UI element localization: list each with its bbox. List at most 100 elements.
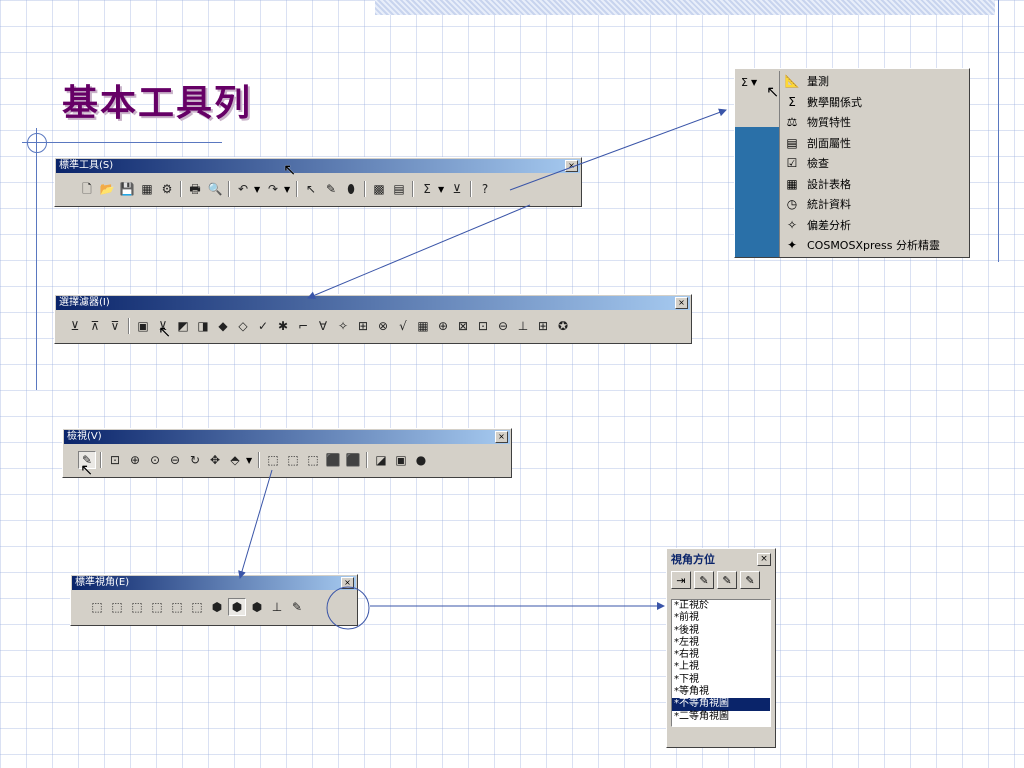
zoom-in-icon[interactable]: ⊕ xyxy=(129,453,141,467)
selection-filter-icon[interactable]: ◆ xyxy=(218,319,228,333)
measure-dropdown-button[interactable]: Σ ▼ xyxy=(735,69,779,95)
selection-filter-icon[interactable]: ∀ xyxy=(318,319,328,333)
select-arrow-icon[interactable]: ↖ xyxy=(305,182,317,196)
standard-toolbar[interactable]: 標準工具(S) × 🗋📂💾▦⚙🖶🔍↶▼↷▼↖✎⬮▩▤Σ▼⊻? xyxy=(54,157,582,207)
traffic-light-icon[interactable]: ⬮ xyxy=(347,182,355,196)
close-icon[interactable]: × xyxy=(341,577,354,589)
menu-item[interactable]: ✧偏差分析 xyxy=(780,215,969,236)
view-orientation-icon[interactable]: ✎ xyxy=(291,600,303,614)
selection-filter-icon[interactable]: ⊻ xyxy=(452,182,462,196)
list-item[interactable]: *等角視 xyxy=(674,686,709,698)
sketch-pencil-icon[interactable]: ✎ xyxy=(325,182,337,196)
pin-icon[interactable]: ⇥ xyxy=(671,571,691,589)
section-view-icon[interactable]: ◪ xyxy=(375,453,387,467)
selection-filter-toolbar-titlebar[interactable]: 選擇濾器(I) × xyxy=(56,296,690,310)
menu-item[interactable]: ☑檢查 xyxy=(780,153,969,174)
hidden-lines-visible-icon[interactable]: ⬚ xyxy=(287,453,299,467)
pan-icon[interactable]: ✥ xyxy=(209,453,221,467)
selection-filter-icon[interactable]: ⊽ xyxy=(110,319,120,333)
print-icon[interactable]: 🖶 xyxy=(189,182,201,196)
list-item[interactable]: *右視 xyxy=(674,649,699,661)
camera-icon[interactable]: ▣ xyxy=(395,453,407,467)
view-orientation-tool-icon[interactable]: ✎ xyxy=(740,571,760,589)
options-grid-icon[interactable]: ▤ xyxy=(393,182,405,196)
chevron-down-icon[interactable]: ▼ xyxy=(246,455,253,465)
shaded-with-edges-icon[interactable]: ⬛ xyxy=(325,453,341,467)
close-icon[interactable]: × xyxy=(675,297,688,309)
selection-filter-icon[interactable]: ◇ xyxy=(238,319,248,333)
close-icon[interactable]: × xyxy=(565,160,578,172)
redo-icon[interactable]: ↷ xyxy=(267,182,279,196)
list-item[interactable]: *上視 xyxy=(674,661,699,673)
selection-filter-icon[interactable]: ◩ xyxy=(177,319,189,333)
zoom-area-icon[interactable]: ⊙ xyxy=(149,453,161,467)
close-icon[interactable]: × xyxy=(757,552,771,566)
back-view-icon[interactable]: ⬚ xyxy=(111,600,123,614)
make-assembly-icon[interactable]: ⚙ xyxy=(161,182,173,196)
hidden-lines-removed-icon[interactable]: ⬚ xyxy=(307,453,319,467)
menu-item[interactable]: ✦COSMOSXpress 分析精靈 xyxy=(780,235,969,256)
selection-filter-toolbar[interactable]: 選擇濾器(I) × ⊻⊼⊽▣⊻◩◨◆◇✓✱⌐∀✧⊞⊗√▦⊕⊠⊡⊖⊥⊞✪ xyxy=(54,294,692,344)
help-icon[interactable]: ? xyxy=(481,182,489,196)
trimetric-view-icon[interactable]: ⬢ xyxy=(228,598,246,616)
new-document-icon[interactable]: 🗋 xyxy=(82,182,92,196)
selection-filter-icon[interactable]: ⊼ xyxy=(90,319,100,333)
list-item[interactable]: *不等角視圖 xyxy=(672,698,770,711)
print-preview-icon[interactable]: 🔍 xyxy=(207,182,223,196)
selection-filter-icon[interactable]: ✓ xyxy=(257,319,269,333)
undo-icon[interactable]: ↶ xyxy=(237,182,249,196)
wireframe-icon[interactable]: ⬚ xyxy=(267,453,279,467)
selection-filter-icon[interactable]: ⊡ xyxy=(477,319,489,333)
selection-filter-icon[interactable]: ⌐ xyxy=(297,319,309,333)
sphere-icon[interactable]: ● xyxy=(415,453,427,467)
menu-item[interactable]: 📐量測 xyxy=(780,71,969,92)
right-view-icon[interactable]: ⬚ xyxy=(151,600,163,614)
selection-filter-icon[interactable]: ⊻ xyxy=(158,319,168,333)
chevron-down-icon[interactable]: ▼ xyxy=(254,184,261,194)
list-item[interactable]: *正視於 xyxy=(674,600,709,611)
rotate-view-icon[interactable]: ↻ xyxy=(189,453,201,467)
selection-filter-icon[interactable]: ▦ xyxy=(417,319,429,333)
selection-filter-icon[interactable]: ⊻ xyxy=(70,319,80,333)
selection-filter-icon[interactable]: ⊞ xyxy=(357,319,369,333)
zoom-to-fit-icon[interactable]: ⊡ xyxy=(109,453,121,467)
standard-toolbar-titlebar[interactable]: 標準工具(S) × xyxy=(56,159,580,173)
view-toolbar-titlebar[interactable]: 檢視(V) × xyxy=(64,430,510,444)
selection-filter-icon[interactable]: ⊥ xyxy=(517,319,529,333)
front-view-icon[interactable]: ⬚ xyxy=(91,600,103,614)
selection-filter-icon[interactable]: ✧ xyxy=(337,319,349,333)
chevron-down-icon[interactable]: ▼ xyxy=(284,184,291,194)
selection-filter-icon[interactable]: ✪ xyxy=(557,319,569,333)
selection-filter-icon[interactable]: ✱ xyxy=(277,319,289,333)
selection-filter-icon[interactable]: ⊕ xyxy=(437,319,449,333)
selection-filter-icon[interactable]: ⊞ xyxy=(537,319,549,333)
shaded-icon[interactable]: ⬛ xyxy=(345,453,361,467)
menu-item[interactable]: ◷統計資料 xyxy=(780,194,969,215)
menu-item[interactable]: ▤剖面屬性 xyxy=(780,133,969,154)
top-view-icon[interactable]: ⬚ xyxy=(171,600,183,614)
selection-filter-icon[interactable]: ▣ xyxy=(137,319,149,333)
list-item[interactable]: *前視 xyxy=(674,612,699,624)
selection-filter-icon[interactable]: √ xyxy=(399,319,407,333)
color-palette-icon[interactable]: ▩ xyxy=(373,182,385,196)
view-toolbar[interactable]: 檢視(V) × ✎ ⊡ ⊕ ⊙ ⊖ ↻ ✥ ⬘ ▼ ⬚ ⬚ ⬚ ⬛ ⬛ ◪ ▣ ● xyxy=(62,428,512,478)
selection-filter-icon[interactable]: ◨ xyxy=(197,319,209,333)
menu-item[interactable]: ⚖物質特性 xyxy=(780,112,969,133)
open-folder-icon[interactable]: 📂 xyxy=(99,182,115,196)
standard-views-icon[interactable]: ⬘ xyxy=(230,453,240,467)
standard-views-toolbar[interactable]: 標準視角(E) × ⬚⬚⬚⬚⬚⬚⬢⬢⬢⊥✎ xyxy=(70,574,358,626)
make-drawing-icon[interactable]: ▦ xyxy=(141,182,153,196)
view-orientation-tool-icon[interactable]: ✎ xyxy=(717,571,737,589)
view-orientation-titlebar[interactable]: 視角方位 × xyxy=(669,551,773,567)
view-orientation-icon[interactable]: ✎ xyxy=(78,451,96,469)
list-item[interactable]: *二等角視圖 xyxy=(674,710,729,722)
measure-sigma-icon[interactable]: Σ xyxy=(423,182,431,196)
list-item[interactable]: *左視 xyxy=(674,636,699,648)
selection-filter-icon[interactable]: ⊗ xyxy=(377,319,389,333)
close-icon[interactable]: × xyxy=(495,431,508,443)
left-view-icon[interactable]: ⬚ xyxy=(131,600,143,614)
zoom-out-icon[interactable]: ⊖ xyxy=(169,453,181,467)
selection-filter-icon[interactable]: ⊠ xyxy=(457,319,469,333)
bottom-view-icon[interactable]: ⬚ xyxy=(191,600,203,614)
